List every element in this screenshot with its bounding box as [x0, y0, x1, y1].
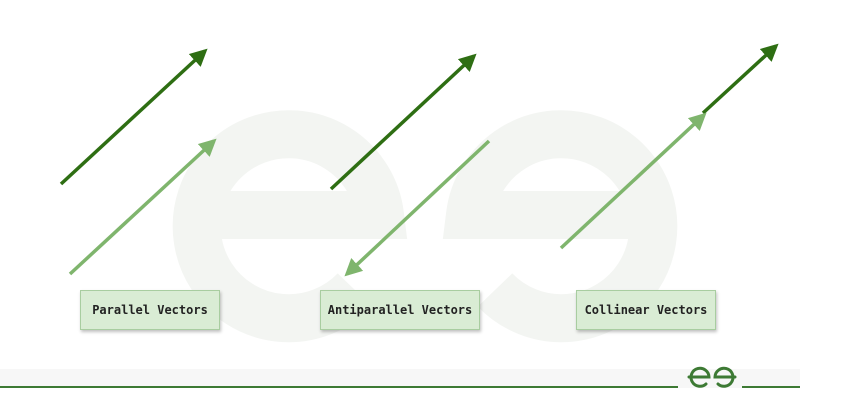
collinear-vector-dark: [701, 43, 779, 115]
collinear-vectors-label: Collinear Vectors: [576, 290, 716, 330]
watermark-logo: [172, 110, 678, 343]
footer-band: [0, 369, 800, 388]
parallel-vector-light: [68, 138, 217, 276]
antiparallel-vectors-label: Antiparallel Vectors: [320, 290, 480, 330]
parallel-vectors-label: Parallel Vectors: [80, 290, 220, 330]
antiparallel-vector-dark: [329, 53, 477, 191]
collinear-vector-light: [559, 112, 707, 250]
logo-icon: [687, 366, 737, 388]
parallel-vector-dark: [59, 48, 208, 186]
antiparallel-vector-light: [344, 139, 491, 277]
